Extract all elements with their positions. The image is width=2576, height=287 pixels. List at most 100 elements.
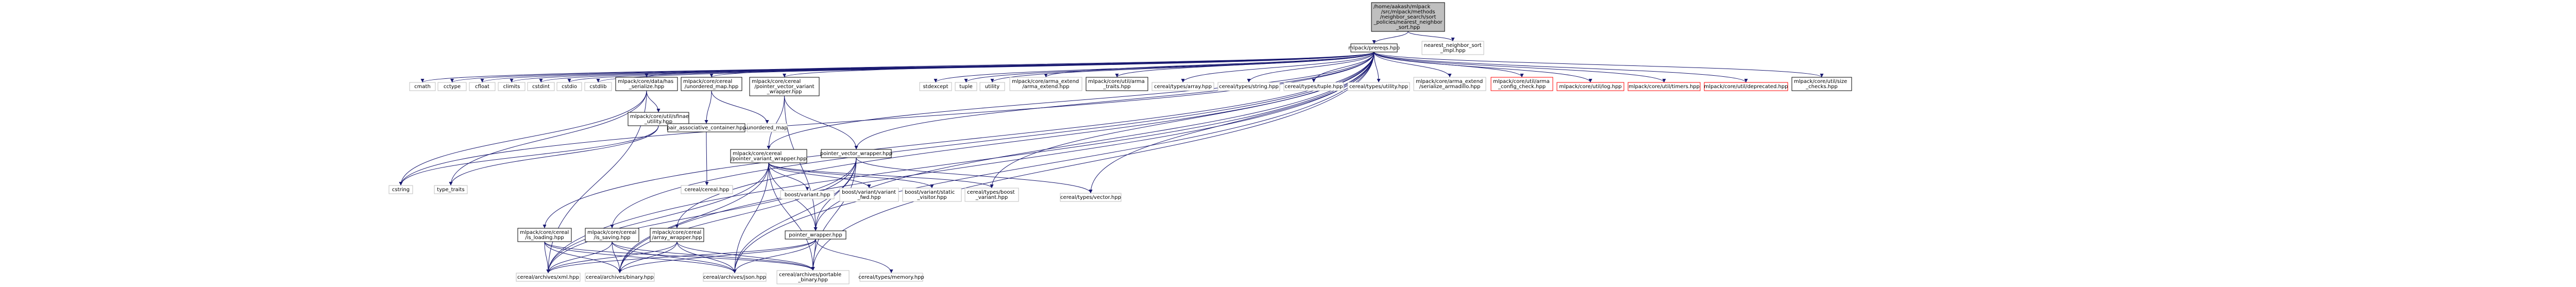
node-label: cstdio [562, 84, 577, 90]
node-is_loading[interactable]: mlpack/core/cereal/is_loading.hpp [517, 228, 572, 242]
node-root[interactable]: /home/aakash/mlpack/src/mlpack/methods/n… [1371, 2, 1445, 32]
node-cstdio: cstdio [556, 82, 582, 91]
node-box [821, 149, 892, 158]
edge-unordered_map_hpp-to-unordered_map [711, 90, 769, 124]
node-label: cereal/archives/json.hpp [703, 275, 766, 280]
node-label: _binary.hpp [798, 277, 827, 283]
node-timers_hpp: mlpack/core/util/timers.hpp [1628, 82, 1701, 91]
edge-pvw-to-portable_binary [768, 162, 815, 271]
node-box [1009, 77, 1082, 91]
edge-pvvw-to-pvw [767, 95, 785, 150]
edge-prereqs-to-arma_extend [1044, 52, 1375, 78]
edge-pvw-to-boost_variant_fwd [768, 162, 871, 189]
node-label: mlpack/core/cereal [683, 79, 732, 85]
node-label: cereal/archives/portable [779, 272, 841, 278]
node-box [585, 273, 655, 282]
edge-prereqs-to-arma_traits [1115, 52, 1375, 78]
node-types_array: cereal/types/array.hpp [1151, 82, 1214, 91]
node-box [1086, 77, 1148, 91]
node-cmath: cmath [409, 82, 436, 91]
edge-unordered_map_hpp-to-pair_assoc [704, 90, 712, 124]
node-label: _impl.hpp [1440, 48, 1466, 54]
edge-prereqs-to-portable_binary [811, 52, 1375, 271]
edge-array_wrapper-to-binary [618, 241, 677, 274]
node-box [409, 82, 436, 91]
node-sfinae[interactable]: mlpack/core/util/sfinae_utility.hpp [628, 112, 689, 126]
node-label: pair_associative_container.hpp [667, 125, 746, 131]
node-box [747, 123, 788, 132]
node-pointer_wrapper[interactable]: pointer_wrapper.hpp [785, 230, 846, 240]
edge-is_saving-to-binary [612, 241, 622, 274]
node-label: mlpack/core/cereal [652, 230, 701, 235]
node-label: cereal/types/vector.hpp [1060, 195, 1121, 200]
node-label: cereal/archives/binary.hpp [586, 275, 654, 280]
node-pvw[interactable]: mlpack/core/cereal/pointer_variant_wrapp… [730, 149, 807, 163]
edge-prereqs-to-types_boost_variant [990, 52, 1375, 189]
node-unordered_map_hpp[interactable]: mlpack/core/cereal/unordered_map.hpp [681, 77, 742, 91]
node-box [1060, 193, 1122, 202]
node-box [780, 190, 835, 199]
node-box [859, 273, 923, 282]
node-label: /arma_extend.hpp [1022, 84, 1069, 90]
edge-pointer_wrapper-to-portable_binary [811, 239, 816, 271]
node-pvvw[interactable]: mlpack/core/cereal/pointer_vector_varian… [749, 77, 820, 96]
node-label: boost/variant/variant [842, 190, 896, 195]
node-has_serialize[interactable]: mlpack/core/data/has_serialize.hpp [615, 77, 678, 91]
node-label: cctype [444, 84, 461, 90]
node-climits: climits [498, 82, 526, 91]
node-boost_variant_fwd: boost/variant/variant_fwd.hpp [839, 188, 899, 202]
node-label: /neighbor_search/sort [1380, 14, 1436, 20]
node-prereqs[interactable]: mlpack/prereqs.hpp [1348, 43, 1400, 53]
node-label: _fwd.hpp [857, 195, 880, 200]
edge-prereqs-to-types_array [1181, 52, 1375, 83]
node-label: _config_check.hpp [1498, 84, 1546, 90]
node-arma_traits[interactable]: mlpack/core/util/arma_traits.hpp [1086, 77, 1148, 91]
edge-array_wrapper-to-xml [546, 241, 677, 274]
node-size_checks[interactable]: mlpack/core/util/size_checks.hpp [1791, 77, 1852, 91]
node-array_wrapper[interactable]: mlpack/core/cereal/array_wrapper.hpp [650, 228, 704, 242]
edge-has_serialize-to-sfinae [646, 90, 660, 113]
edge-prereqs-to-unordered_map_hpp [709, 52, 1375, 78]
node-is_saving[interactable]: mlpack/core/cereal/is_saving.hpp [585, 228, 639, 242]
node-box [703, 273, 767, 282]
node-cereal_hpp: cereal/cereal.hpp [681, 185, 733, 194]
node-label: /serialize_armadillo.hpp [1419, 84, 1480, 90]
node-box [1283, 82, 1344, 91]
node-box [667, 123, 745, 132]
edge-pointer_wrapper-to-xml [546, 239, 816, 274]
node-pvecw[interactable]: pointer_vector_wrapper.hpp [820, 149, 892, 158]
node-box [1704, 82, 1788, 91]
node-label: /array_wrapper.hpp [652, 235, 702, 241]
node-pair_assoc[interactable]: pair_associative_container.hpp [667, 123, 746, 132]
node-box [585, 228, 639, 242]
node-box [964, 188, 1019, 202]
node-label: cereal/types/boost [967, 190, 1015, 195]
node-label: pointer_vector_wrapper.hpp [820, 151, 892, 157]
node-stdexcept: stdexcept [919, 82, 952, 91]
node-types_vector: cereal/types/vector.hpp [1060, 193, 1122, 202]
node-memory: cereal/types/memory.hpp [858, 273, 924, 282]
node-box [556, 82, 582, 91]
node-box [615, 77, 678, 91]
node-serialize_armadillo: mlpack/core/arma_extend/serialize_armadi… [1413, 77, 1486, 91]
node-label: cereal/types/array.hpp [1154, 84, 1212, 90]
node-label: mlpack/core/arma_extend [1416, 79, 1483, 85]
node-box [1791, 77, 1852, 91]
edge-pointer_wrapper-to-memory [815, 239, 893, 274]
node-label: cmath [414, 84, 431, 90]
node-label: cstdlib [590, 84, 607, 90]
node-label: mlpack/core/cereal [520, 230, 569, 235]
edge-prereqs-to-stdexcept [934, 52, 1375, 83]
edge-is_saving-to-xml [546, 241, 613, 274]
node-deprecated_hpp: mlpack/core/util/deprecated.hpp [1704, 82, 1788, 91]
node-box [1151, 82, 1214, 91]
node-box [1413, 77, 1486, 91]
node-portable_binary: cereal/archives/portable_binary.hpp [776, 270, 850, 284]
edge-root-to-prereqs [1372, 31, 1409, 44]
node-label: mlpack/core/cereal [587, 230, 636, 235]
node-box [730, 149, 807, 163]
node-label: /unordered_map.hpp [685, 84, 738, 90]
node-box [584, 82, 612, 91]
node-log_hpp: mlpack/core/util/log.hpp [1556, 82, 1624, 91]
node-box [681, 185, 733, 194]
